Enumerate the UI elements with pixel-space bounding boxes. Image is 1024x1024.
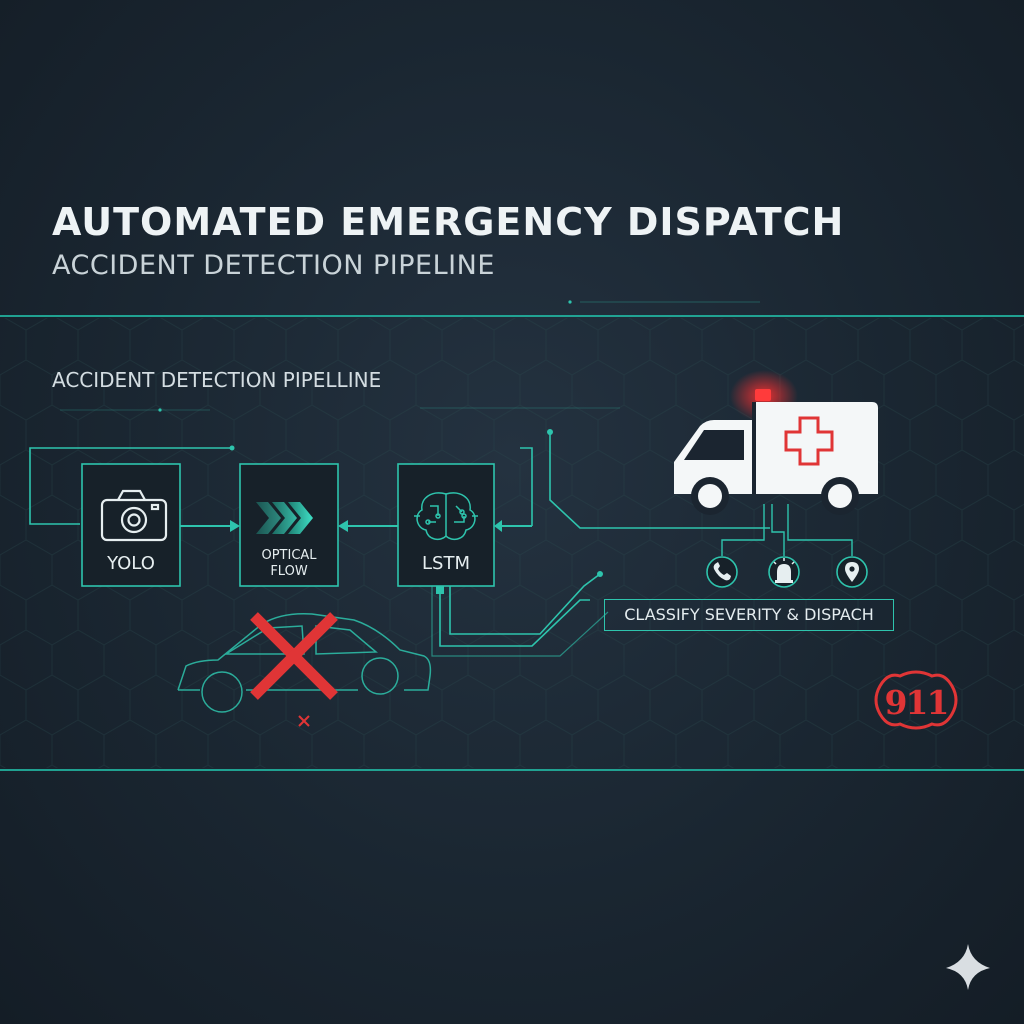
phone-icon[interactable] [706,556,738,588]
lstm-node[interactable] [397,463,495,587]
sparkle-icon [946,944,990,990]
maltese-cross-badge-icon [874,670,958,730]
chevrons-right-icon [256,502,313,534]
camera-icon [100,489,168,542]
brain-circuit-icon [414,492,478,541]
yolo-label: YOLO [107,553,155,574]
page-subtitle: ACCIDENT DETECTION PIPELINE [52,250,495,281]
small-x-icon [298,715,310,727]
siren-icon[interactable] [768,556,800,588]
yolo-node[interactable] [81,463,181,587]
ambulance-icon [674,370,878,515]
crash-x-icon [250,612,338,700]
feedback-bracket [29,447,232,525]
optical-flow-node[interactable] [239,463,339,587]
lstm-label: LSTM [422,553,470,574]
classify-severity-dispatch-box: CLASSIFY SEVERITY & DISPACH [604,599,894,631]
page-title: AUTOMATED EMERGENCY DISPATCH [52,200,845,244]
location-pin-icon[interactable] [836,556,868,588]
badge-911: 911 [884,683,950,722]
optical-flow-label-line1: OPTICAL [261,548,317,563]
section-label: ACCIDENT DETECTION PIPELLINE [52,368,382,392]
optical-flow-label-line2: FLOW [270,564,308,579]
